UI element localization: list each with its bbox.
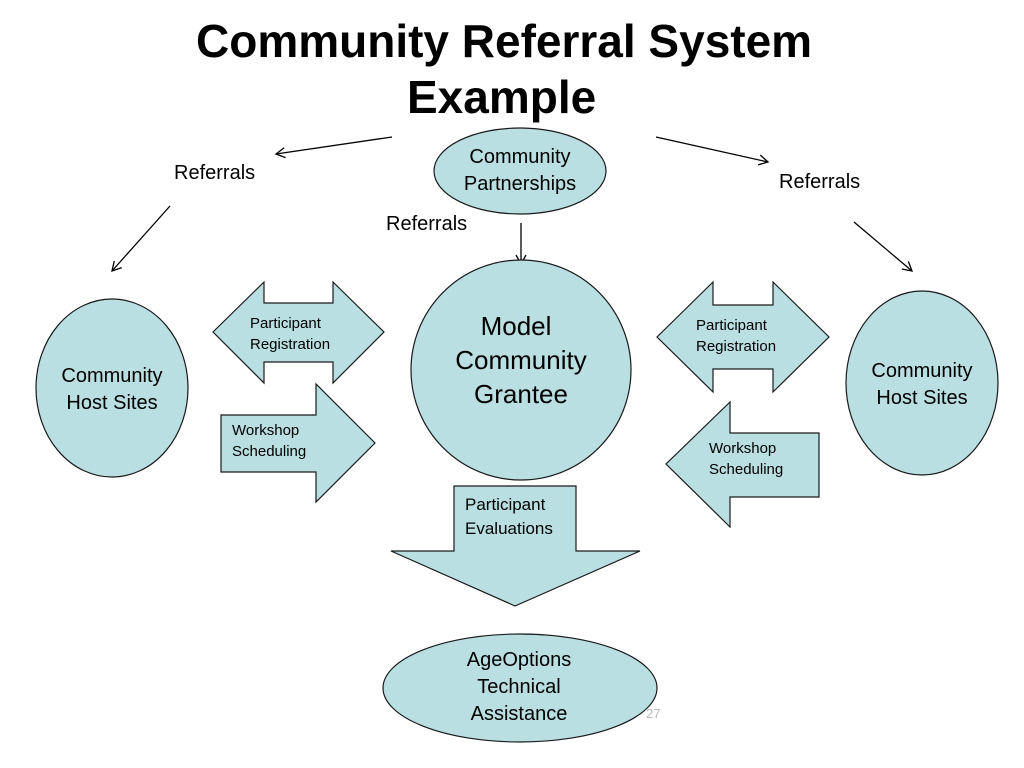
community-partnerships-label: Community Partnerships	[440, 144, 600, 198]
title-line-1: Community Referral System	[196, 15, 813, 67]
right-registration-line-2: Registration	[696, 338, 777, 355]
right-scheduling-line-1: Workshop	[709, 440, 777, 457]
host-sites-left-line-2: Host Sites	[66, 392, 158, 414]
host-sites-right-line-1: Community	[871, 360, 973, 382]
referral-arrow-left-host	[111, 205, 171, 272]
model-grantee-line-2: Community	[455, 345, 587, 375]
ageoptions-line-2: Technical	[477, 676, 561, 698]
community-partnerships-line-2: Partnerships	[463, 173, 577, 195]
model-grantee-line-1: Model	[480, 311, 552, 341]
evaluations-label: Participant Evaluations	[465, 493, 553, 541]
referral-arrow-top-right	[655, 136, 770, 166]
community-partnerships-ellipse	[433, 127, 607, 215]
evaluations-down-arrow	[390, 485, 641, 607]
left-registration-line-2: Registration	[250, 336, 331, 353]
referrals-label-right: Referrals	[779, 171, 861, 193]
host-sites-right-line-2: Host Sites	[876, 387, 968, 409]
referrals-label-center: Referrals	[386, 213, 468, 235]
model-grantee-label: Model Community Grantee	[431, 309, 611, 411]
ageoptions-ellipse	[382, 633, 658, 743]
left-scheduling-arrow	[220, 382, 376, 504]
model-grantee-circle	[410, 259, 632, 481]
referral-arrow-right-host	[853, 221, 914, 272]
model-grantee-line-3: Grantee	[474, 379, 568, 409]
right-registration-line-1: Participant	[696, 317, 767, 334]
left-scheduling-label: Workshop Scheduling	[232, 420, 306, 462]
ageoptions-label: AgeOptions Technical Assistance	[436, 647, 602, 728]
left-scheduling-line-1: Workshop	[232, 422, 300, 439]
host-sites-right-label: Community Host Sites	[850, 358, 994, 412]
ageoptions-line-3: Assistance	[470, 703, 568, 725]
page-number: 27	[646, 706, 661, 721]
title-line-2: Example	[407, 71, 597, 123]
right-scheduling-arrow	[665, 400, 820, 529]
left-scheduling-line-2: Scheduling	[232, 443, 307, 460]
ageoptions-line-1: AgeOptions	[466, 649, 572, 671]
referrals-label-left: Referrals	[174, 162, 256, 184]
left-registration-line-1: Participant	[250, 315, 321, 332]
left-registration-double-arrow	[212, 280, 385, 385]
evaluations-line-1: Participant	[465, 495, 546, 514]
right-registration-label: Participant Registration	[696, 315, 776, 357]
right-scheduling-line-2: Scheduling	[709, 461, 784, 478]
evaluations-line-2: Evaluations	[465, 519, 553, 538]
referral-arrow-top-left	[274, 136, 393, 159]
community-partnerships-line-1: Community	[469, 146, 571, 168]
left-registration-label: Participant Registration	[250, 313, 330, 355]
host-sites-left-ellipse	[35, 298, 189, 478]
host-sites-left-label: Community Host Sites	[40, 363, 184, 417]
right-registration-double-arrow	[656, 280, 830, 394]
right-scheduling-label: Workshop Scheduling	[709, 438, 783, 480]
host-sites-left-line-1: Community	[61, 365, 163, 387]
host-sites-right-ellipse	[845, 290, 999, 476]
